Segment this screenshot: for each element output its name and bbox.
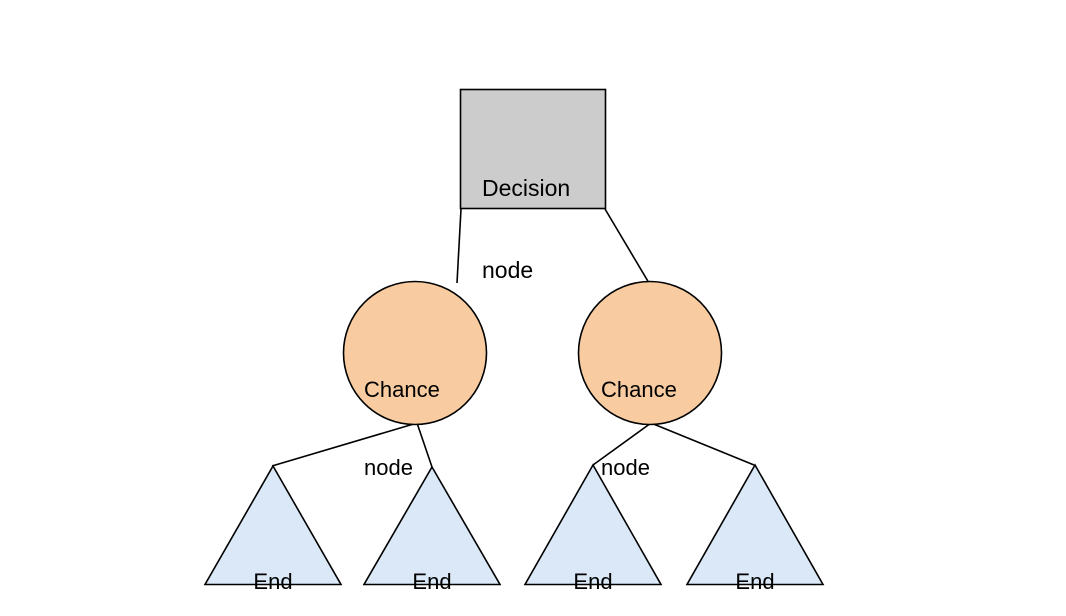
edge-chance-left-to-end-2 — [416, 422, 433, 468]
edge-chance-left-to-end-1 — [271, 422, 418, 467]
end-node-2-shape[interactable] — [362, 465, 502, 586]
edge-decision-to-chance-left — [456, 208, 462, 284]
edge-group-chance-left-to-end — [271, 422, 433, 468]
decision-node-shape[interactable] — [459, 88, 607, 210]
edge-chance-right-to-end-4 — [650, 422, 755, 466]
end-node-4-shape[interactable] — [685, 463, 825, 586]
chance-node-right-shape[interactable] — [577, 280, 723, 426]
edge-decision-to-chance-right — [604, 208, 650, 284]
edge-chance-right-to-end-3 — [592, 422, 652, 466]
edge-group-chance-right-to-end — [592, 422, 755, 466]
end-node-1-shape[interactable] — [203, 464, 343, 586]
edge-group-decision-to-chance — [456, 208, 650, 284]
end-node-3-shape[interactable] — [523, 463, 663, 586]
chance-node-left-shape[interactable] — [342, 280, 488, 426]
